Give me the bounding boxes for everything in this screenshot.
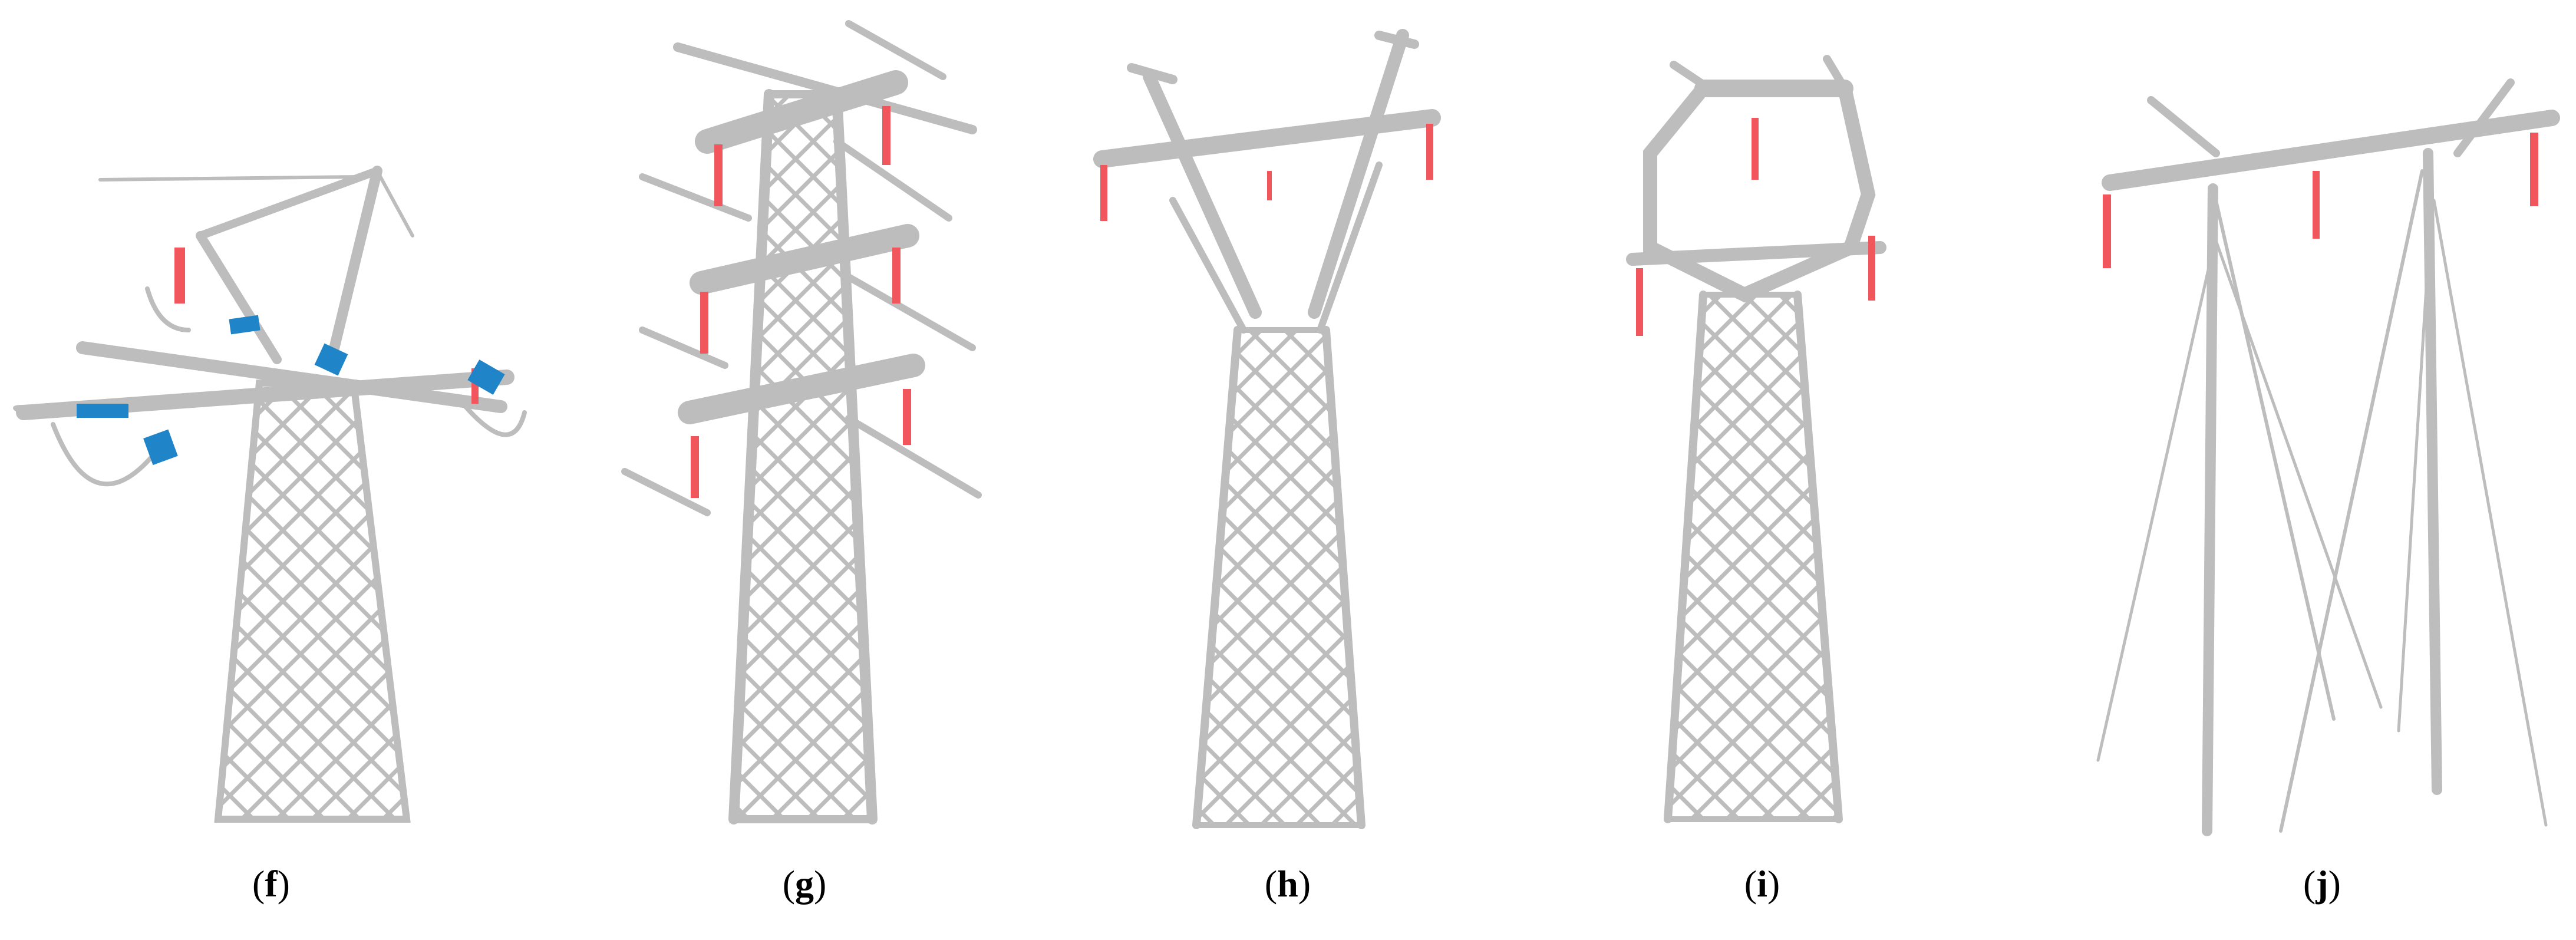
panel-label-h: (h)	[1264, 863, 1311, 905]
panel-label-f: (f)	[252, 863, 290, 905]
panel-label-j: (j)	[2303, 863, 2341, 905]
insulator-points-j	[2103, 133, 2538, 268]
tower-point-cloud-i	[1626, 55, 1886, 823]
insulator-points-h	[1100, 124, 1433, 221]
tower-point-cloud-j	[2096, 78, 2560, 836]
panel-label-g: (g)	[782, 863, 827, 905]
insulator-points-g	[691, 106, 911, 498]
tower-point-cloud-f	[13, 166, 527, 823]
insulator-points-i	[1636, 118, 1875, 336]
tower-point-cloud-g	[621, 20, 982, 824]
other-points-f	[77, 315, 505, 466]
panel-label-i: (i)	[1744, 863, 1780, 905]
tower-point-cloud-h	[1093, 29, 1441, 829]
